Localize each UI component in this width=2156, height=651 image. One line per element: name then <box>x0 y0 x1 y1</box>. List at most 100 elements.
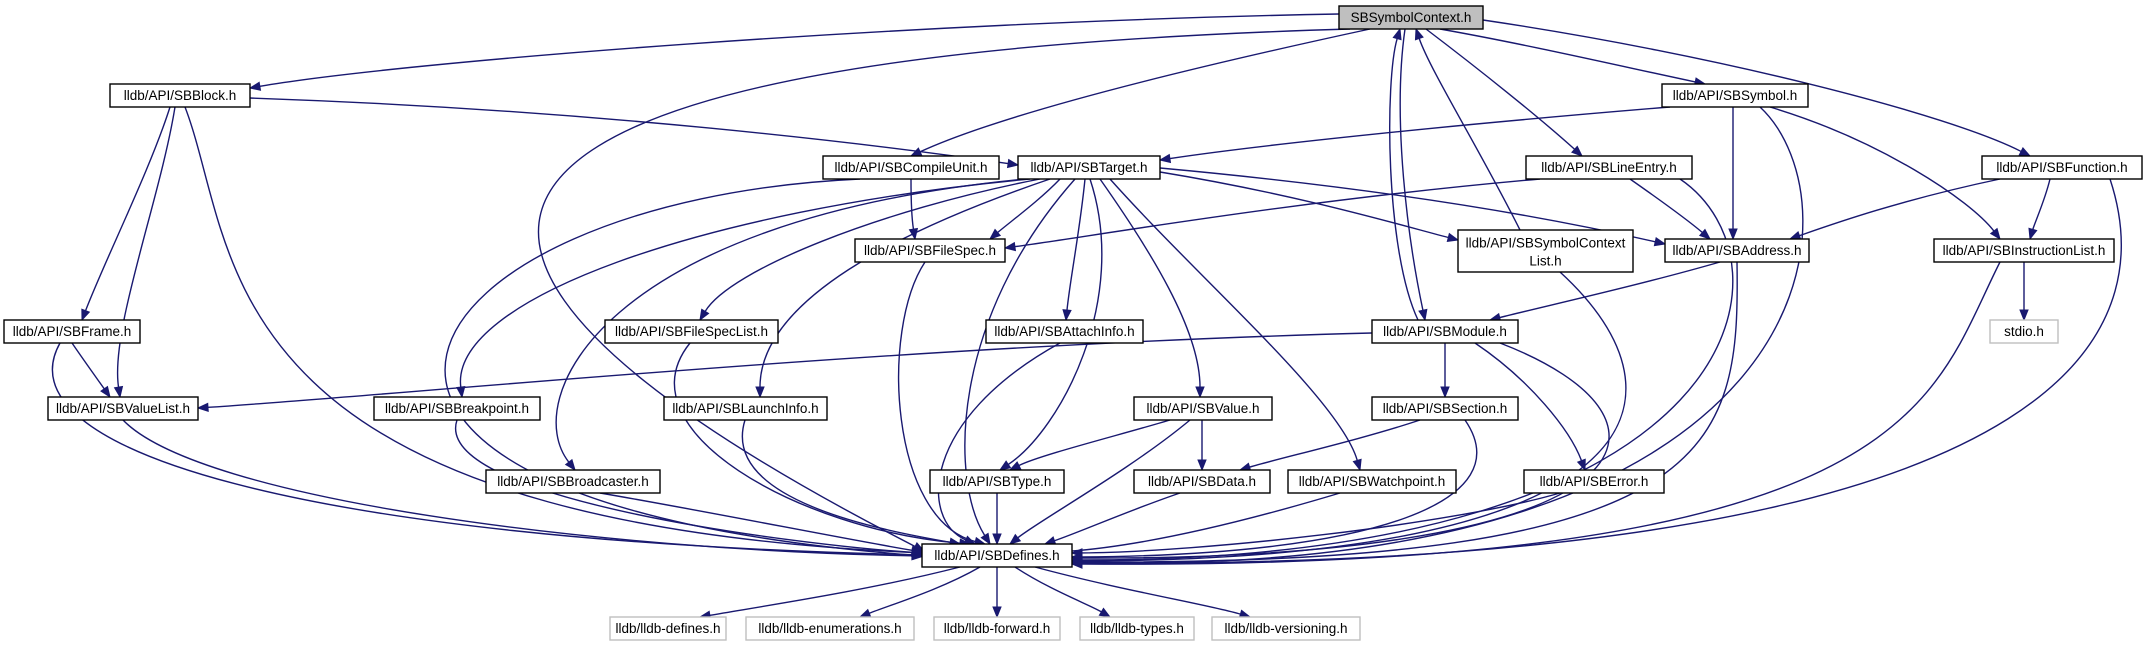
arrowhead <box>1003 241 1017 252</box>
node-sbwatchpoint[interactable]: lldb/API/SBWatchpoint.h <box>1287 469 1457 494</box>
edge-sbvalue-to-sbtype <box>1008 419 1171 471</box>
edge-sbvalue-to-sbdefines <box>1008 419 1191 545</box>
node-sberror[interactable]: lldb/API/SBError.h <box>1523 469 1665 494</box>
node-label: lldb/API/SBSymbol.h <box>1673 88 1798 103</box>
edge-line <box>249 97 1009 165</box>
edge-line <box>1439 28 1696 83</box>
node-stdio[interactable]: stdio.h <box>1989 319 2059 344</box>
arrowhead <box>196 402 209 413</box>
edge-sbsymbolcontext-to-sbcompileunit <box>909 28 1371 157</box>
edge-line <box>869 566 981 614</box>
node-label: lldb/API/SBBreakpoint.h <box>385 401 529 416</box>
edge-line <box>1418 38 1521 231</box>
edge-sbblock-to-sbframe <box>81 106 171 322</box>
edge-line <box>1007 178 1103 466</box>
edge-sbsymbolcontext-to-sblineentry <box>1425 28 1583 157</box>
node-sbinstructionlist[interactable]: lldb/API/SBInstructionList.h <box>1933 238 2115 263</box>
edge-line <box>444 178 915 556</box>
edge-line <box>919 28 1371 153</box>
node-sbfilespeclist[interactable]: lldb/API/SBFileSpecList.h <box>604 319 779 344</box>
edge-sblaunchinfo-to-sbdefines <box>741 419 962 547</box>
edge-line <box>537 28 1351 548</box>
node-sbattachinfo[interactable]: lldb/API/SBAttachInfo.h <box>985 319 1144 344</box>
node-lldb-types[interactable]: lldb/lldb-types.h <box>1079 616 1195 641</box>
node-label: lldb/API/SBAttachInfo.h <box>994 324 1134 339</box>
node-sbtype[interactable]: lldb/API/SBType.h <box>929 469 1065 494</box>
node-sbsymbolcontextlist[interactable]: lldb/API/SBSymbolContext List.h <box>1457 229 1634 273</box>
edge-sbsymbolcontext-to-sbblock <box>248 13 1340 91</box>
node-label: lldb/API/SBTarget.h <box>1030 160 1147 175</box>
node-lldb-enumerations[interactable]: lldb/lldb-enumerations.h <box>745 616 915 641</box>
edge-line <box>122 419 913 557</box>
arrowhead <box>1158 153 1172 164</box>
edge-sbsymbolcontext-to-sbmodule <box>1399 28 1428 322</box>
edge-sbframe-to-sbdefines <box>51 342 924 560</box>
edge-line <box>1066 178 1086 311</box>
node-sbsymbol[interactable]: lldb/API/SBSymbol.h <box>1661 83 1809 108</box>
node-lldb-forward[interactable]: lldb/lldb-forward.h <box>933 616 1061 641</box>
edge-sbsymbol-to-sbaddress <box>1728 107 1738 241</box>
arrowhead <box>1008 461 1022 471</box>
node-lldb-versioning[interactable]: lldb/lldb-versioning.h <box>1211 616 1361 641</box>
node-label: lldb/API/SBFileSpec.h <box>864 243 996 258</box>
node-sbaddress[interactable]: lldb/API/SBAddress.h <box>1664 238 1810 263</box>
node-sbdefines[interactable]: lldb/API/SBDefines.h <box>921 543 1073 568</box>
edge-sbsymbolcontextlist-to-sbsymbolcontext <box>1414 27 1521 231</box>
edge-line <box>1017 419 1191 539</box>
node-sbfunction[interactable]: lldb/API/SBFunction.h <box>1981 155 2143 180</box>
node-label: lldb/API/SBFunction.h <box>1996 160 2127 175</box>
edge-sbsymbolcontext-to-sbsymbol <box>1439 28 1707 87</box>
node-lldb-defines[interactable]: lldb/lldb-defines.h <box>609 616 727 641</box>
node-label: stdio.h <box>2004 324 2044 339</box>
node-sbfilespec[interactable]: lldb/API/SBFileSpec.h <box>854 238 1006 263</box>
node-sbbreakpoint[interactable]: lldb/API/SBBreakpoint.h <box>373 396 541 421</box>
node-label: lldb/API/SBLineEntry.h <box>1541 160 1677 175</box>
edge-sbblock-to-sbtarget <box>249 97 1020 169</box>
edge-line <box>937 342 1061 541</box>
edge-line <box>2032 178 2051 230</box>
edge-sberror-to-sbdefines <box>1070 492 1561 558</box>
edge-line <box>1249 419 1421 468</box>
edge-sbtarget-to-sbwatchpoint <box>1109 178 1362 472</box>
edge-line <box>555 178 1026 463</box>
node-label: lldb/API/SBSection.h <box>1383 401 1508 416</box>
arrowhead <box>1440 386 1450 399</box>
arrowhead <box>699 308 710 322</box>
edge-sbtarget-to-sbattachinfo <box>1062 178 1086 322</box>
edge-line <box>459 178 1031 388</box>
node-label: lldb/lldb-enumerations.h <box>758 621 901 636</box>
arrowhead <box>113 385 124 399</box>
node-sbsection[interactable]: lldb/API/SBSection.h <box>1371 396 1519 421</box>
edge-sbblock-to-sbvaluelist <box>113 106 176 399</box>
node-sbmodule[interactable]: lldb/API/SBModule.h <box>1371 319 1519 344</box>
node-sbbroadcaster[interactable]: lldb/API/SBBroadcaster.h <box>485 469 661 494</box>
node-sblineentry[interactable]: lldb/API/SBLineEntry.h <box>1525 155 1693 180</box>
edge-sbfunction-to-sbaddress <box>1788 178 2001 241</box>
edge-line <box>1081 178 1734 561</box>
edge-sbtype-to-sbdefines <box>992 492 1002 546</box>
edge-line <box>1769 106 1995 232</box>
node-sbblock[interactable]: lldb/API/SBBlock.h <box>109 83 251 108</box>
node-sblaunchinfo[interactable]: lldb/API/SBLaunchInfo.h <box>663 396 828 421</box>
node-label: lldb/API/SBDefines.h <box>934 548 1059 563</box>
edge-line <box>1018 419 1171 467</box>
edge-line <box>1629 178 1703 234</box>
edge-sbwatchpoint-to-sbdefines <box>1058 492 1341 556</box>
edge-line <box>1081 106 1804 564</box>
edge-sbframe-to-sbvaluelist <box>71 342 111 399</box>
edge-sbtarget-to-sblaunchinfo <box>755 178 1051 399</box>
node-sbvaluelist[interactable]: lldb/API/SBValueList.h <box>47 396 199 421</box>
node-label: lldb/API/SBError.h <box>1540 474 1649 489</box>
node-sbvalue[interactable]: lldb/API/SBValue.h <box>1133 396 1273 421</box>
arrowhead <box>992 533 1002 546</box>
edge-sbsymbolcontext-to-sbfunction <box>1482 19 2032 157</box>
node-sbtarget[interactable]: lldb/API/SBTarget.h <box>1017 155 1161 180</box>
node-sbframe[interactable]: lldb/API/SBFrame.h <box>3 319 141 344</box>
node-sbdata[interactable]: lldb/API/SBData.h <box>1133 469 1271 494</box>
edge-sbdefines-to-lldb-forward <box>992 566 1002 619</box>
edge-line <box>1482 19 2022 153</box>
arrowhead <box>100 385 111 399</box>
edge-line <box>964 178 1076 536</box>
node-sbcompileunit[interactable]: lldb/API/SBCompileUnit.h <box>822 155 1000 180</box>
edge-line <box>116 106 176 388</box>
